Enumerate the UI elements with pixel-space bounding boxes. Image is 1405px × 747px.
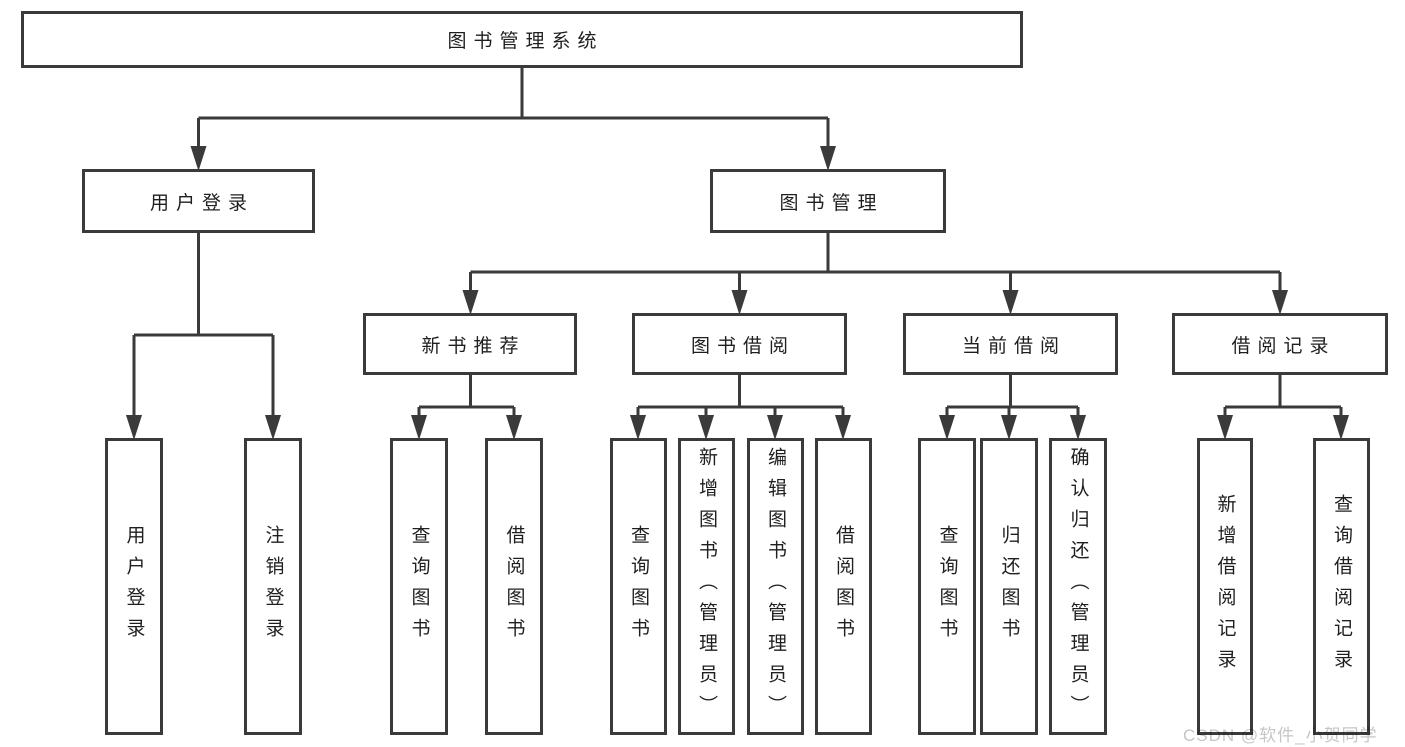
leaf-add-borrow-record: 新增借阅记录 [1197, 438, 1253, 735]
leaf-borrow-books-2: 借阅图书 [815, 438, 872, 735]
leaf-confirm-return-admin: 确认归还（管理员） [1049, 438, 1107, 735]
leaf-query-books-1: 查询图书 [390, 438, 448, 735]
node-book-management: 图书管理 [710, 169, 946, 233]
leaf-query-books-2: 查询图书 [610, 438, 667, 735]
leaf-return-book: 归还图书 [980, 438, 1038, 735]
leaf-user-login: 用户登录 [105, 438, 163, 735]
watermark: CSDN @软件_小贺同学 [1183, 726, 1378, 745]
node-current-borrowing: 当前借阅 [903, 313, 1118, 375]
node-new-book-recommend: 新书推荐 [363, 313, 577, 375]
leaf-query-borrow-record: 查询借阅记录 [1313, 438, 1370, 735]
node-user-login: 用户登录 [82, 169, 315, 233]
node-borrowing-records: 借阅记录 [1172, 313, 1388, 375]
leaf-edit-book-admin: 编辑图书（管理员） [747, 438, 804, 735]
node-library-management-system: 图书管理系统 [21, 11, 1023, 68]
leaf-borrow-books-1: 借阅图书 [485, 438, 543, 735]
leaf-add-book-admin: 新增图书（管理员） [678, 438, 735, 735]
node-book-borrowing: 图书借阅 [632, 313, 847, 375]
leaf-query-books-3: 查询图书 [918, 438, 976, 735]
leaf-logout: 注销登录 [244, 438, 302, 735]
